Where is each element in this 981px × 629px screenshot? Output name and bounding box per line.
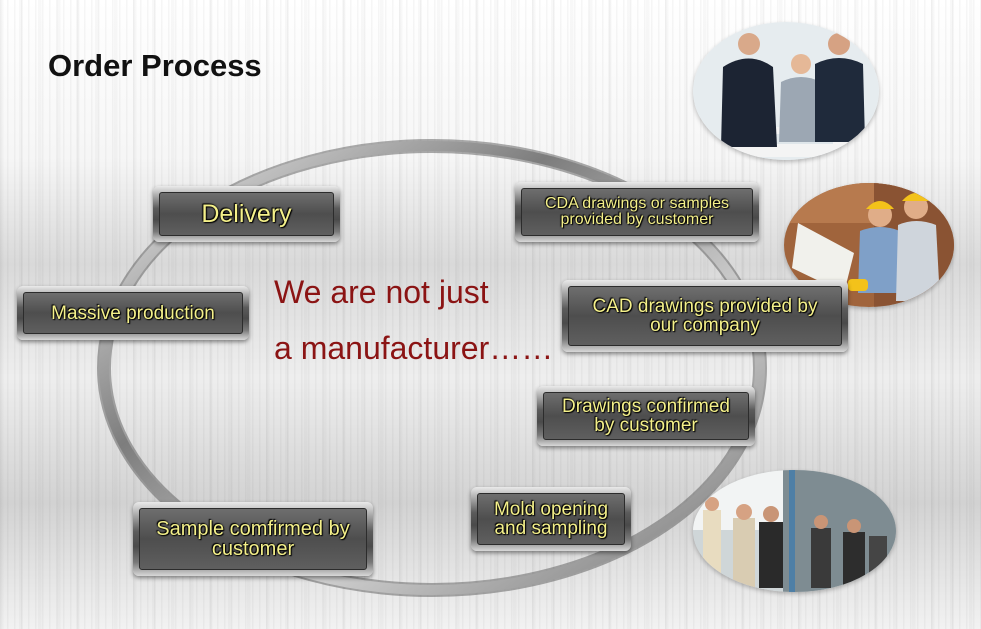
step-cda-drawings: CDA drawings or samples provided by cust…: [515, 182, 759, 242]
step-sample-confirmed: Sample comfirmed by customer: [133, 502, 373, 576]
step-delivery-label: Delivery: [201, 199, 292, 228]
step-delivery: Delivery: [153, 186, 340, 242]
slogan-line-2: a manufacturer……: [274, 330, 554, 366]
step-massive-production-label: Massive production: [51, 302, 215, 324]
step-mold-opening: Mold opening and sampling: [471, 487, 631, 551]
step-sample-confirmed-label: Sample comfirmed by customer: [156, 518, 350, 560]
step-drawings-confirmed: Drawings confirmed by customer: [537, 386, 755, 446]
step-cda-drawings-label: CDA drawings or samples provided by cust…: [544, 195, 730, 228]
business-meeting-photo: [693, 22, 879, 160]
step-mold-opening-label: Mold opening and sampling: [493, 499, 609, 539]
page-title: Order Process: [48, 48, 262, 83]
factory-visit-photo: [693, 470, 896, 592]
slogan-line-1: We are not just: [274, 274, 489, 310]
step-massive-production: Massive production: [17, 286, 249, 340]
step-cad-drawings-label: CAD drawings provided by our company: [592, 296, 818, 336]
step-drawings-confirmed-label: Drawings confirmed by customer: [562, 396, 730, 436]
step-cad-drawings: CAD drawings provided by our company: [562, 280, 848, 352]
